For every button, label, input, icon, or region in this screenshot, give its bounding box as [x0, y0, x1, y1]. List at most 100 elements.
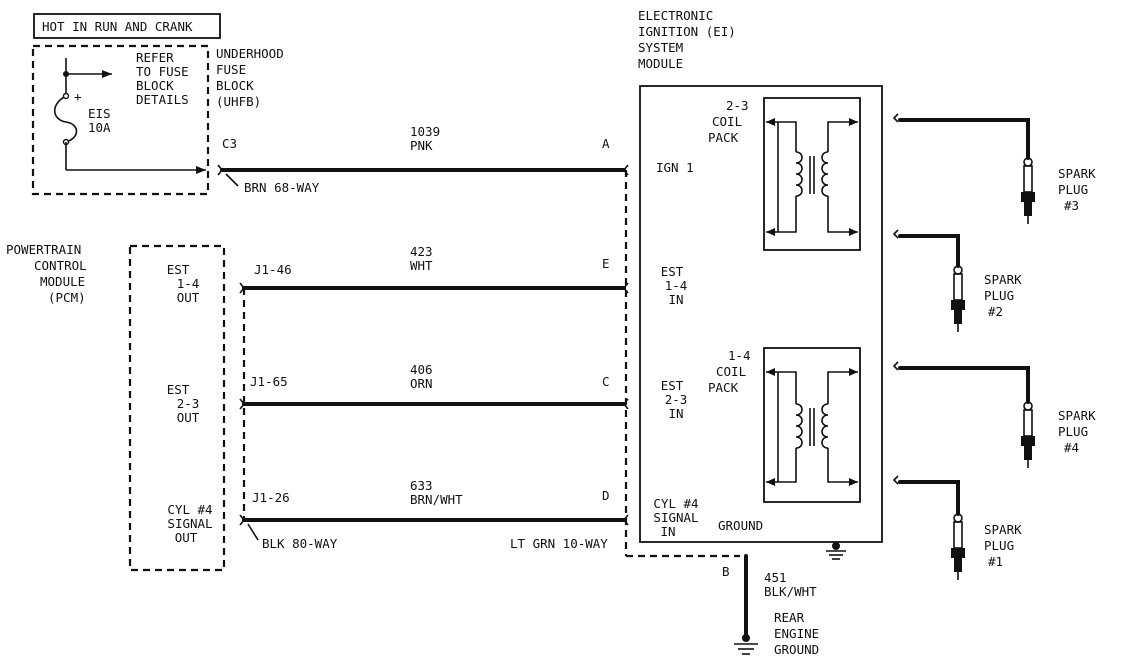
- ei-system-module: [639, 85, 883, 543]
- pcm-module: [128, 244, 226, 572]
- uhfb-name-4: (UHFB): [216, 94, 261, 109]
- pin-j1-26: J1-26: [252, 490, 290, 505]
- pcm-terminal-est23-3: OUT: [177, 410, 200, 425]
- pcm-terminal-est14-3: OUT: [177, 290, 200, 305]
- spark-plug-lead-4: [892, 361, 1030, 404]
- color-brn-wht: BRN/WHT: [410, 492, 463, 507]
- uhfb-name-2: FUSE: [216, 62, 246, 77]
- brn-68-way: BRN 68-WAY: [244, 180, 320, 195]
- ei-name-3: SYSTEM: [638, 40, 683, 55]
- coil-23-name-1: 2-3: [726, 98, 749, 113]
- plug-3-label-2: PLUG: [1058, 182, 1088, 197]
- ground-pin-b: B: [722, 564, 730, 579]
- uhfb-name-1: UNDERHOOD: [216, 46, 284, 61]
- fuse-symbol: [53, 95, 78, 143]
- ei-ground-label: GROUND: [718, 518, 763, 533]
- spark-plug-4-icon: [1021, 401, 1035, 468]
- wire-633: [239, 514, 629, 526]
- spark-plug-lead-3: [892, 113, 1030, 160]
- rear-ground-1: REAR: [774, 610, 805, 625]
- ei-terminal-ign1: IGN 1: [656, 160, 694, 175]
- fuse-name: EIS: [88, 106, 111, 121]
- spark-plug-lead-2: [892, 229, 960, 268]
- coil-23-name-3: PACK: [708, 130, 739, 145]
- plug-1-label-1: SPARK: [984, 522, 1022, 537]
- color-wht: WHT: [410, 258, 433, 273]
- pin-c3: C3: [222, 136, 237, 151]
- spark-plug-3-icon: [1021, 157, 1035, 224]
- ei-terminal-est14-3: IN: [668, 292, 683, 307]
- pcm-terminal-est14-1: EST: [167, 262, 190, 277]
- pcm-name-4: (PCM): [48, 290, 86, 305]
- plug-2-label-1: SPARK: [984, 272, 1022, 287]
- ei-terminal-est23-1: EST: [661, 378, 684, 393]
- hot-in-run-and-crank-header: HOT IN RUN AND CRANK: [33, 13, 221, 39]
- plug-4-label-2: PLUG: [1058, 424, 1088, 439]
- circuit-423: 423: [410, 244, 433, 259]
- plug-4-label-3: #4: [1064, 440, 1079, 455]
- wire-423: [239, 282, 629, 294]
- pin-j1-46: J1-46: [254, 262, 292, 277]
- header-label: HOT IN RUN AND CRANK: [42, 19, 193, 34]
- ei-name-1: ELECTRONIC: [638, 8, 713, 23]
- plug-1-label-3: #1: [988, 554, 1003, 569]
- rear-ground-2: ENGINE: [774, 626, 819, 641]
- circuit-406: 406: [410, 362, 433, 377]
- underhood-fuse-block: + REFER TO FUSE BLOCK DETAILS EIS 10A: [31, 44, 210, 196]
- plug-4-label-1: SPARK: [1058, 408, 1096, 423]
- coil-14-name-3: PACK: [708, 380, 739, 395]
- coil-14-name-1: 1-4: [728, 348, 751, 363]
- pcm-terminal-est23-1: EST: [167, 382, 190, 397]
- lt-grn-10-way: LT GRN 10-WAY: [510, 536, 608, 551]
- ei-pin-a: A: [602, 136, 610, 151]
- pcm-terminal-cyl4-1: CYL #4: [167, 502, 212, 517]
- spark-plug-lead-1: [892, 475, 960, 516]
- ei-terminal-cyl4-1: CYL #4: [653, 496, 698, 511]
- ei-terminal-est23-2: 2-3: [665, 392, 688, 407]
- pcm-name-3: MODULE: [40, 274, 85, 289]
- wire-406: [239, 398, 629, 410]
- ground-wire-451: [734, 554, 758, 655]
- ei-terminal-est14-2: 1-4: [665, 278, 688, 293]
- ei-name-2: IGNITION (EI): [638, 24, 736, 39]
- ground-color-blk-wht: BLK/WHT: [764, 584, 817, 599]
- coil-pack-1-4: [763, 347, 861, 503]
- ei-terminal-est23-3: IN: [668, 406, 683, 421]
- ground-circuit-451: 451: [764, 570, 787, 585]
- ei-name-4: MODULE: [638, 56, 683, 71]
- color-orn: ORN: [410, 376, 433, 391]
- pcm-name-2: CONTROL: [34, 258, 87, 273]
- plug-1-label-2: PLUG: [984, 538, 1014, 553]
- blk-80-way: BLK 80-WAY: [262, 536, 338, 551]
- coil-pack-2-3: [763, 97, 861, 251]
- pcm-terminal-cyl4-2: SIGNAL: [167, 516, 212, 531]
- pcm-terminal-est23-2: 2-3: [177, 396, 200, 411]
- plug-2-label-2: PLUG: [984, 288, 1014, 303]
- coil-14-name-2: COIL: [716, 364, 746, 379]
- color-pnk: PNK: [410, 138, 433, 153]
- refer-line-4: DETAILS: [136, 92, 189, 107]
- refer-line-3: BLOCK: [136, 78, 174, 93]
- circuit-1039: 1039: [410, 124, 440, 139]
- ei-pin-c: C: [602, 374, 610, 389]
- wire-1039: [217, 164, 629, 176]
- refer-line-1: REFER: [136, 50, 174, 65]
- ei-pin-d: D: [602, 488, 610, 503]
- plug-3-label-3: #3: [1064, 198, 1079, 213]
- ei-pin-e: E: [602, 256, 610, 271]
- ei-terminal-est14-1: EST: [661, 264, 684, 279]
- pcm-name-1: POWERTRAIN: [6, 242, 81, 257]
- rear-ground-3: GROUND: [774, 642, 819, 657]
- pcm-terminal-cyl4-3: OUT: [175, 530, 198, 545]
- spark-plug-2-icon: [951, 265, 965, 332]
- circuit-633: 633: [410, 478, 433, 493]
- coil-23-name-2: COIL: [712, 114, 742, 129]
- fuse-rating: 10A: [88, 120, 111, 135]
- pcm-terminal-est14-2: 1-4: [177, 276, 200, 291]
- plug-2-label-3: #2: [988, 304, 1003, 319]
- uhfb-name-3: BLOCK: [216, 78, 254, 93]
- pin-j1-65: J1-65: [250, 374, 288, 389]
- ei-terminal-cyl4-3: IN: [660, 524, 675, 539]
- svg-text:+: +: [74, 89, 82, 104]
